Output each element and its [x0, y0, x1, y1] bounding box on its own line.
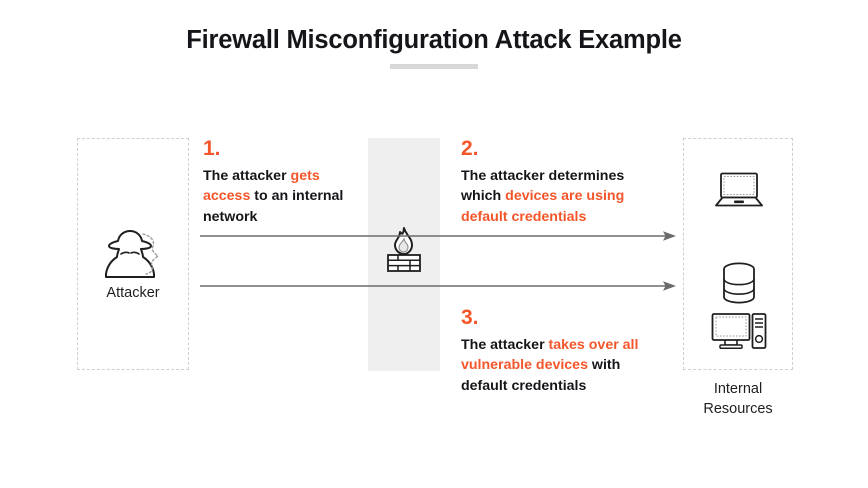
step-2-text: The attacker determines which devices ar… [461, 166, 661, 227]
arrow-step-2 [200, 280, 676, 292]
arrow-step-1 [200, 230, 676, 242]
highlighted-text-run: gets access [203, 168, 320, 205]
text-run: The attacker determines which [461, 168, 625, 205]
internal-resources-label-line-2: Resources [703, 400, 773, 417]
step-1-block: 1. The attacker gets access to an intern… [203, 138, 353, 227]
internal-resources-panel [683, 138, 793, 370]
step-3-block: 3. The attacker takes over all vulnerabl… [461, 307, 661, 396]
title-underline-rule [390, 64, 478, 69]
text-run: The attacker [461, 337, 549, 353]
step-2-block: 2. The attacker determines which devices… [461, 138, 661, 227]
highlighted-text-run: takes over all vulnerable devices [461, 337, 639, 374]
laptop-icon [713, 172, 765, 208]
step-3-number: 3. [461, 306, 479, 329]
highlighted-text-run: devices are using default credentials [461, 188, 625, 225]
step-1-number: 1. [203, 137, 221, 160]
internal-resources-label: Internal Resources [668, 380, 808, 419]
step-3-text: The attacker takes over all vulnerable d… [461, 335, 661, 396]
text-run: to an internal network [203, 188, 344, 225]
page-title: Firewall Misconfiguration Attack Example [186, 26, 682, 54]
hacker-figure-icon [100, 228, 166, 280]
desktop-computer-icon [711, 312, 767, 350]
internal-resources-label-line-1: Internal [713, 381, 763, 397]
text-run: The attacker [203, 168, 291, 184]
text-run: with default credentials [461, 357, 621, 394]
attacker-panel [77, 138, 189, 370]
firewall-flame-brick-icon [386, 227, 422, 273]
step-2-number: 2. [461, 137, 479, 160]
step-1-text: The attacker gets access to an internal … [203, 166, 353, 227]
attacker-label: Attacker [106, 285, 160, 301]
database-icon [722, 262, 756, 304]
